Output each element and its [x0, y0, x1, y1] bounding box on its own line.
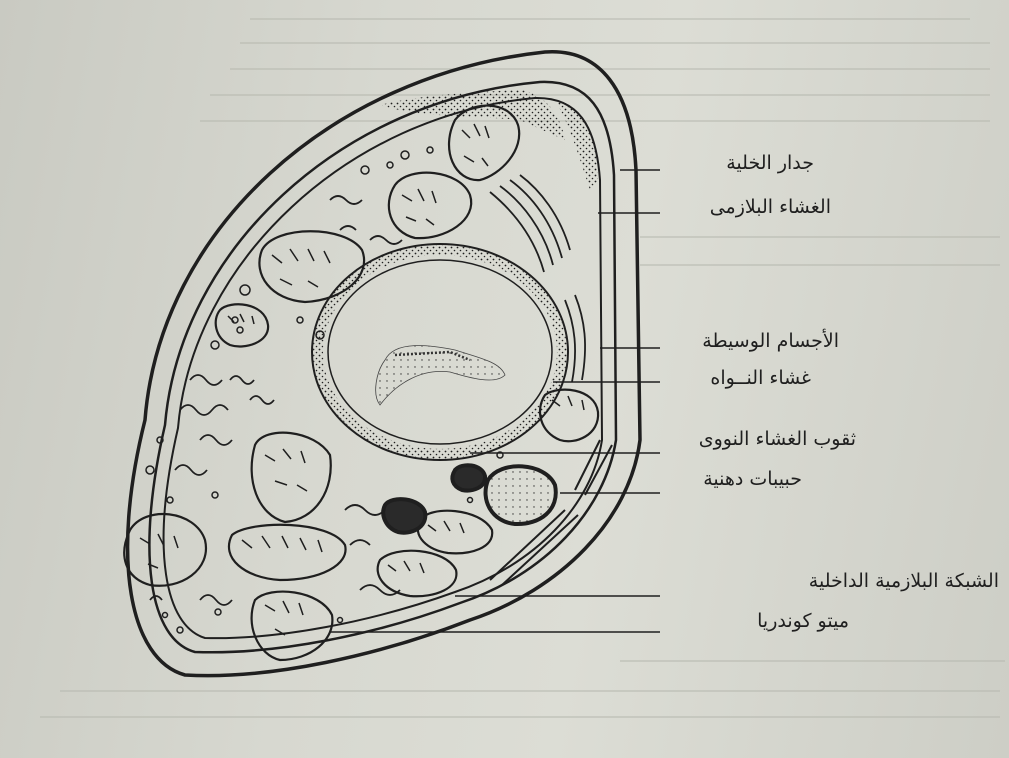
label-plasma-membrane: الغشاء البلازمى — [710, 196, 831, 218]
mitochondrion — [252, 433, 331, 522]
mitochondrion — [378, 551, 457, 597]
fat-globule — [486, 466, 556, 524]
label-golgi-bodies: الأجسام الوسيطة — [702, 330, 839, 352]
label-nuclear-membrane: غشاء النــواه — [710, 367, 811, 389]
label-fat-globules: حبيبات دهنية — [703, 468, 802, 490]
mitochondrion — [216, 304, 268, 346]
golgi-body — [490, 175, 585, 382]
label-nuclear-pores: ثقوب الغشاء النووى — [699, 428, 856, 450]
label-mitochondria: ميتو كوندريا — [757, 610, 849, 632]
mitochondrion — [389, 173, 471, 238]
mitochondrion — [418, 511, 492, 554]
fat-globule — [452, 465, 485, 490]
label-endoplasmic-reticulum: الشبكة البلازمية الداخلية — [809, 570, 999, 592]
cytoplasm-stipple — [555, 100, 598, 190]
mitochondrion — [252, 592, 333, 660]
mitochondrion — [229, 525, 346, 580]
label-cell-wall: جدار الخلية — [726, 152, 814, 174]
fat-globule — [383, 499, 425, 533]
